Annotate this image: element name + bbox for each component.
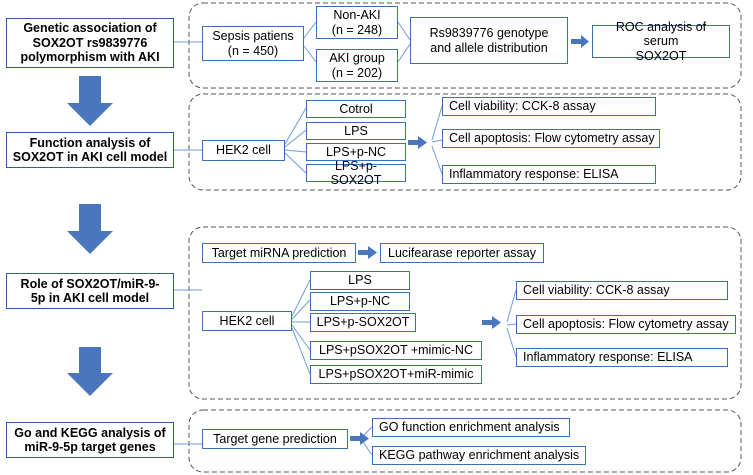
branch-nonaki-genotype	[397, 21, 411, 41]
p3-target-mirna-box: Target miRNA prediction	[202, 243, 356, 263]
branch-p3-lps	[291, 279, 311, 317]
p2-group-pnc: LPS+p-NC	[306, 143, 406, 161]
branch-p2-viability	[431, 105, 443, 141]
stage-2-box: Function analysis of SOX2OT in AKI cell …	[6, 132, 174, 168]
branch-p2-inflammation	[431, 145, 443, 175]
p2-group-psox: LPS+p-SOX2OT	[306, 159, 406, 187]
panel-3-frame	[188, 226, 742, 400]
branch-p4-kegg	[362, 441, 373, 456]
stage-3-title: Role of SOX2OT/miR-9- 5p in AKI cell mod…	[20, 276, 160, 305]
p2-assay-viability: Cell viability: CCK-8 assay	[442, 97, 656, 116]
sepsis-patients-box: Sepsis patiens (n = 450)	[202, 26, 304, 61]
roc-box: ROC analysis of serum SOX2OT	[592, 20, 730, 63]
arrow-p4-targets	[350, 432, 369, 445]
branch-p2-lps	[284, 129, 307, 148]
p4-kegg-box: KEGG pathway enrichment analysis	[372, 446, 586, 465]
branch-p3-mimicnc	[291, 324, 311, 351]
p3-group-pnc: LPS+p-NC	[310, 292, 410, 311]
arrow-p3-luciferase	[358, 246, 377, 259]
arrow-p3-assays	[482, 316, 501, 329]
aki-group-box: AKI group (n = 202)	[316, 49, 398, 82]
branch-p3-viability	[506, 289, 517, 323]
down-arrow-2	[67, 204, 113, 254]
branch-aki-genotype	[397, 43, 411, 63]
arrow-genotype-roc	[571, 35, 589, 48]
p3-group-mir-mimic: LPS+pSOX2OT+miR-mimic	[310, 365, 482, 384]
branch-p2-pnc	[284, 149, 307, 153]
branch-p3-apoptosis	[506, 323, 517, 326]
panel-4-frame	[188, 409, 742, 473]
stage-2-title: Function analysis of SOX2OT in AKI cell …	[12, 135, 168, 164]
p3-group-psox: LPS+p-SOX2OT	[310, 313, 416, 332]
p2-hek2-cell-box: HEK2 cell	[202, 140, 285, 161]
p2-group-lps: LPS	[306, 122, 406, 140]
branch-p2-psox	[284, 152, 307, 174]
p3-assay-viability: Cell viability: CCK-8 assay	[516, 281, 728, 300]
stage-1-title: Genetic association of SOX2OT rs9839776 …	[20, 21, 160, 65]
branch-p3-inflammation	[506, 327, 517, 358]
p3-group-mimic-nc: LPS+pSOX2OT +mimic-NC	[310, 341, 482, 360]
stage-1-box: Genetic association of SOX2OT rs9839776 …	[6, 18, 174, 68]
stage-4-title: Go and KEGG analysis of miR-9-5p target …	[14, 425, 166, 454]
branch-sepsis-aki	[303, 45, 317, 63]
down-arrow-3	[67, 347, 113, 396]
p2-assay-inflammation: Inflammatory response: ELISA	[442, 165, 656, 184]
stage-3-box: Role of SOX2OT/miR-9- 5p in AKI cell mod…	[6, 273, 174, 309]
branch-p4-go	[362, 426, 373, 437]
p3-assay-apoptosis: Cell apoptosis: Flow cytometry assay	[516, 315, 736, 334]
arrow-p2-assays	[408, 136, 427, 149]
stage-4-box: Go and KEGG analysis of miR-9-5p target …	[6, 422, 174, 458]
p2-group-cotrol: Cotrol	[306, 100, 406, 118]
branch-p2-apoptosis	[431, 139, 443, 143]
p3-luciferase-box: Lucifearase reporter assay	[380, 243, 544, 263]
branch-sepsis-nonaki	[303, 21, 317, 39]
p4-go-box: GO function enrichment analysis	[372, 418, 570, 437]
non-aki-box: Non-AKI (n = 248)	[316, 6, 398, 39]
p3-hek2-cell-box: HEK2 cell	[202, 311, 292, 331]
p3-group-lps: LPS	[310, 271, 410, 290]
panel-2-frame	[188, 93, 742, 191]
branch-p3-pnc	[291, 299, 311, 320]
p3-assay-inflammation: Inflammatory response: ELISA	[516, 348, 728, 367]
genotype-box: Rs9839776 genotype and allele distributi…	[410, 17, 568, 64]
p4-target-gene-box: Target gene prediction	[202, 429, 348, 449]
down-arrow-1	[67, 76, 113, 126]
p2-assay-apoptosis: Cell apoptosis: Flow cytometry assay	[442, 129, 660, 148]
branch-p2-cotrol	[284, 107, 307, 145]
branch-p3-mirmimic	[291, 327, 311, 375]
